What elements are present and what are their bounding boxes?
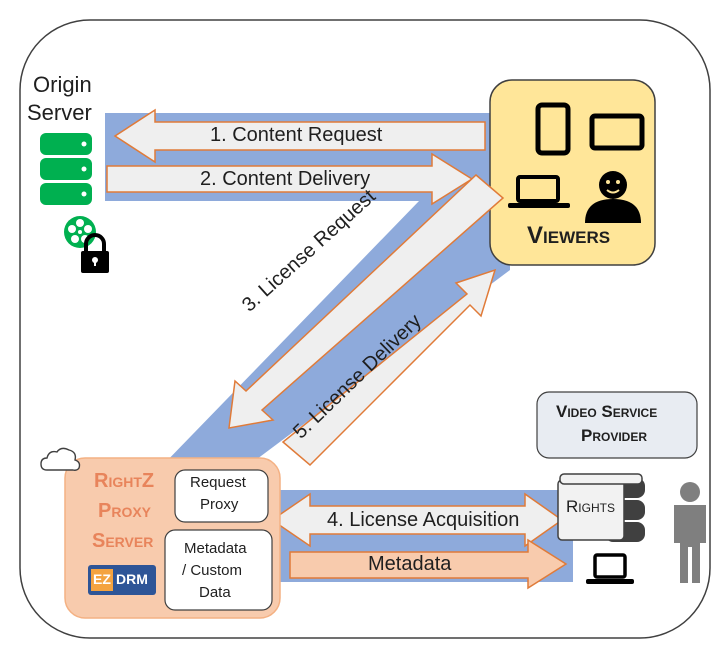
metadata-box-line2: / Custom [182, 562, 243, 579]
ezdrm-logo-text-right: DRM [116, 571, 148, 587]
proxy-title-line3: Server [92, 530, 154, 552]
origin-server-icon [40, 133, 92, 205]
request-proxy-line1: Request [190, 474, 246, 491]
license-delivery-arrow [281, 268, 497, 467]
proxy-title-line1: RightZ [94, 470, 155, 492]
person-icon [674, 482, 706, 583]
metadata-box-line3: Data [199, 584, 231, 601]
provider-label-line2: Provider [581, 426, 648, 445]
content-request-label: 1. Content Request [210, 124, 383, 146]
request-proxy-box [174, 469, 269, 523]
provider-label-line1: Video Service [556, 402, 658, 421]
metadata-arrow-label: Metadata [368, 553, 452, 575]
license-acquisition-label: 4. License Acquisition [327, 509, 520, 531]
viewers-label: Viewers [527, 222, 611, 249]
monitor-icon [589, 113, 645, 151]
license-acquisition-arrow [270, 492, 564, 548]
metadata-box-line1: Metadata [184, 540, 247, 557]
user-icon [585, 171, 641, 223]
video-service-provider-box [536, 391, 698, 459]
metadata-custom-box [164, 529, 273, 611]
content-delivery-label: 2. Content Delivery [200, 168, 371, 190]
rights-document-icon [557, 473, 643, 541]
proxy-title-line2: Proxy [98, 500, 152, 522]
ezdrm-logo [88, 565, 156, 595]
content-request-arrow [113, 108, 486, 164]
laptop-icon [508, 175, 570, 208]
film-reel-icon [64, 216, 96, 248]
origin-label-line1: Origin [33, 72, 92, 97]
provider-laptop-icon [586, 553, 634, 584]
origin-label-line2: Server [27, 100, 92, 125]
request-proxy-line2: Proxy [200, 496, 239, 513]
metadata-arrow [289, 538, 568, 590]
content-delivery-arrow [106, 152, 474, 206]
license-request-arrow [228, 173, 505, 429]
tablet-icon [535, 102, 571, 156]
cloud-icon [40, 447, 81, 471]
rights-label: Rights [566, 497, 615, 516]
lock-icon [81, 233, 109, 273]
ezdrm-logo-text-left: EZ [93, 571, 111, 587]
